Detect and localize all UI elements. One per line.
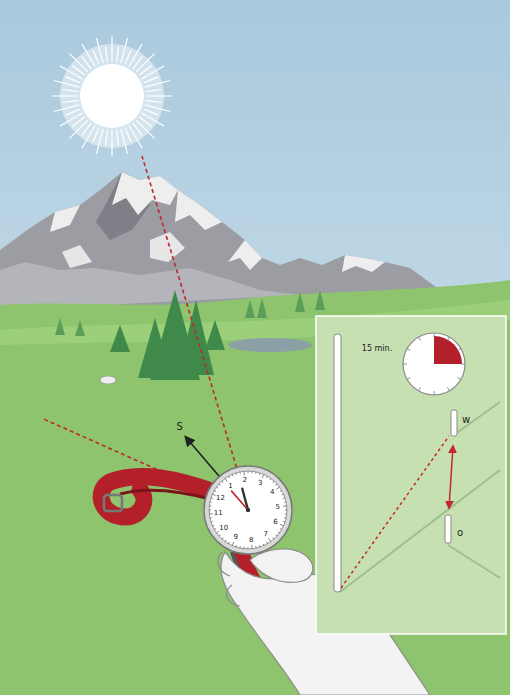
sun-line — [142, 156, 237, 468]
meadow — [0, 280, 510, 695]
watch-numeral: 9 — [233, 534, 239, 541]
watch-numeral: 7 — [262, 531, 268, 538]
watch-numeral: 11 — [213, 510, 224, 517]
watch-numeral: 1 — [227, 482, 233, 489]
watch-numeral: 6 — [272, 519, 278, 526]
south-arrow — [186, 437, 220, 477]
watch-numeral: 8 — [248, 536, 254, 543]
mountains — [0, 172, 440, 310]
sun — [52, 36, 172, 156]
shadow-stick-inset — [316, 316, 506, 634]
watch-numeral: 12 — [215, 494, 226, 501]
watch-numeral: 5 — [275, 503, 281, 510]
point-letter: w — [461, 415, 471, 425]
watch — [204, 466, 292, 554]
watch-numeral: 10 — [218, 524, 229, 531]
point-letter: o — [456, 528, 464, 538]
trees — [110, 290, 225, 380]
watch-numeral: 4 — [269, 489, 275, 496]
lake — [228, 338, 312, 352]
watch-numeral: 3 — [257, 479, 263, 486]
time-label: 15 min. — [361, 345, 393, 353]
rock — [100, 376, 116, 384]
watch-numeral: 2 — [242, 477, 248, 484]
direction-letter: S — [175, 422, 183, 432]
